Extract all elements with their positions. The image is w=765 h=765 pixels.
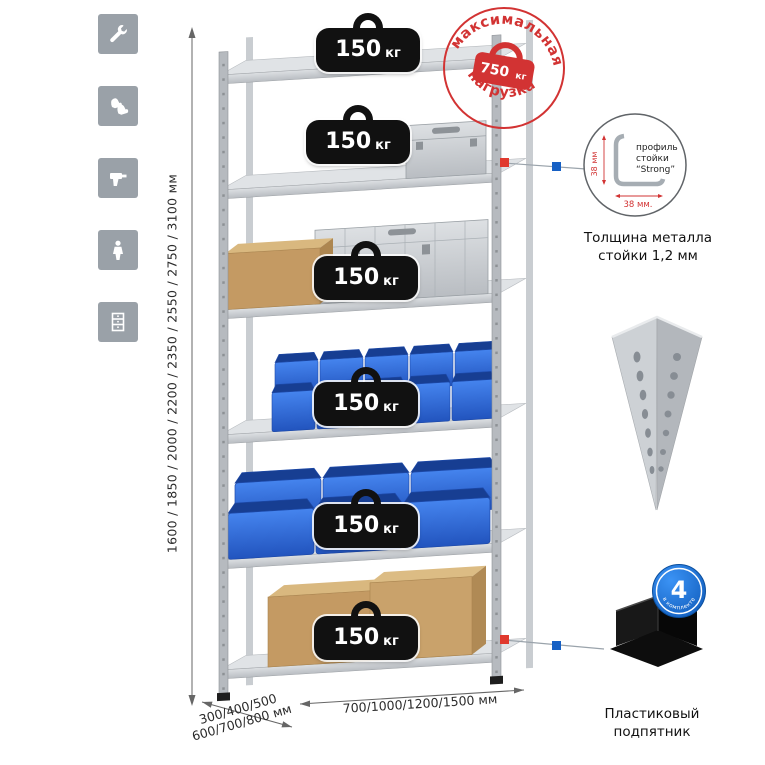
perforated-angle-post — [611, 315, 703, 511]
callout-marker-red — [500, 635, 509, 644]
callout-marker-blue — [552, 641, 561, 650]
profile-caption: Толщина металла стойки 1,2 мм — [568, 230, 728, 265]
callout-bottom — [500, 635, 605, 650]
profile-label-line3: “Strong” — [636, 165, 675, 175]
load-value: 150 — [335, 37, 382, 62]
gloves-icon — [98, 86, 138, 126]
height-dimension-line — [188, 27, 196, 706]
aluminum-case — [405, 120, 487, 180]
profile-dim-horizontal: 38 мм. — [623, 200, 652, 210]
person-icon — [98, 230, 138, 270]
load-value: 150 — [333, 265, 380, 290]
callout-marker-blue — [552, 162, 561, 171]
rack-icon — [98, 302, 138, 342]
svg-text:750 кг: 750 кг — [479, 60, 528, 84]
load-value: 150 — [333, 513, 380, 538]
foot-caption-line2: подпятник — [613, 723, 691, 740]
profile-label-line2: стойки — [636, 154, 669, 164]
load-value: 150 — [333, 391, 380, 416]
back-post-right — [526, 19, 533, 669]
profile-caption-line1: Толщина металла — [583, 230, 713, 246]
load-unit: кг — [375, 138, 391, 153]
callout-marker-red — [500, 158, 509, 167]
load-unit: кг — [385, 46, 401, 61]
width-dimension-line — [299, 687, 525, 707]
profile-label-line1: профиль — [636, 143, 678, 153]
load-unit: кг — [383, 522, 399, 537]
foot-caption-line1: Пластиковый — [604, 706, 700, 722]
load-unit: кг — [383, 634, 399, 649]
shelf-load-badge: 150 кг — [306, 120, 410, 164]
depth-dimension-line — [201, 701, 293, 728]
kit-count-badge: 4 в комплекте — [652, 564, 706, 618]
foot-plate — [490, 675, 503, 685]
profile-drawing — [613, 133, 666, 187]
shelf-load-badge: 150 кг — [314, 504, 418, 548]
drill-icon — [98, 158, 138, 198]
profile-caption-line2: стойки 1,2 мм — [598, 247, 698, 264]
shelf-load-badge: 150 кг — [316, 28, 420, 72]
shelving-unit — [217, 19, 533, 702]
max-load-stamp: максимальная нагрузка 750 кг — [443, 2, 570, 129]
kit-count-value: 4 — [671, 576, 688, 604]
shelf-load-badge: 150 кг — [314, 616, 418, 660]
load-value: 150 — [325, 129, 372, 154]
foot-plate — [217, 692, 230, 702]
max-load-value: 750 — [479, 60, 511, 81]
callout-top — [500, 158, 587, 171]
front-posts — [217, 34, 503, 702]
height-dimension-label: 1600 / 1850 / 2000 / 2200 / 2350 / 2550 … — [164, 173, 180, 554]
max-load-unit: кг — [515, 71, 528, 83]
back-post-left — [246, 36, 253, 686]
shelf-load-badge: 150 кг — [314, 256, 418, 300]
foot-caption: Пластиковый подпятник — [572, 706, 732, 741]
load-unit: кг — [383, 274, 399, 289]
shelf-load-badge: 150 кг — [314, 382, 418, 426]
max-load-badge: 750 кг — [472, 42, 535, 90]
load-value: 150 — [333, 625, 380, 650]
wrench-icon — [98, 14, 138, 54]
profile-dim-vertical: 38 мм — [590, 152, 599, 177]
load-unit: кг — [383, 400, 399, 415]
profile-detail-circle: 38 мм 38 мм. профиль стойки “Strong” — [583, 113, 687, 217]
